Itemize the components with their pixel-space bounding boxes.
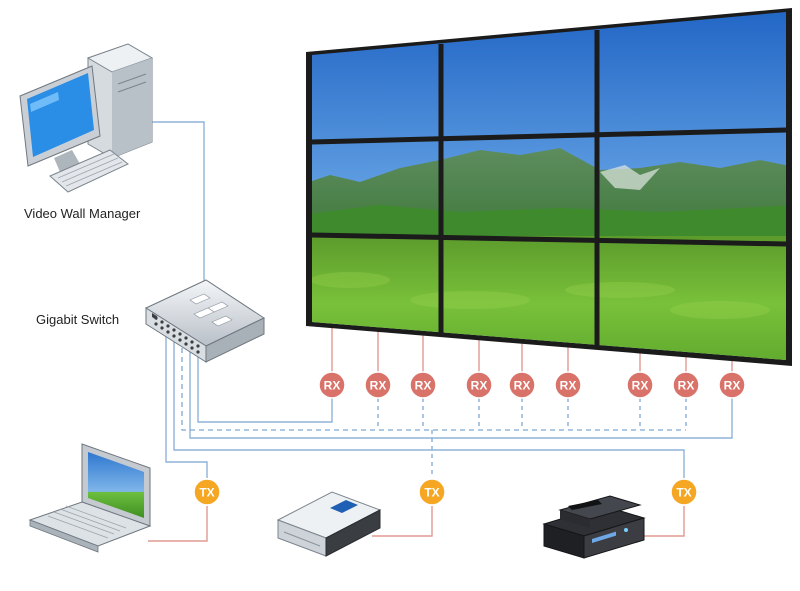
tx2-bluray-link [372, 506, 433, 537]
bluray-player-icon [276, 491, 382, 557]
tx1-laptop-link [148, 506, 208, 542]
video-wall-manager-label: Video Wall Manager [24, 206, 141, 221]
rx-receivers: RX RX RX RX RX RX RX RX [318, 371, 746, 399]
rx-badge: RX [318, 371, 346, 399]
svg-text:RX: RX [415, 379, 432, 393]
manager-switch-link [150, 121, 205, 290]
tx-transmitters: TX TX TX [193, 478, 698, 506]
rx-badge: RX [718, 371, 746, 399]
switch-tx3-link [173, 330, 685, 478]
svg-text:RX: RX [514, 379, 531, 393]
svg-text:RX: RX [324, 379, 341, 393]
rx-badge: RX [626, 371, 654, 399]
tx-badge: TX [418, 478, 446, 506]
rx-badge: RX [672, 371, 700, 399]
video-wall [306, 8, 792, 366]
svg-text:TX: TX [424, 486, 439, 500]
gigabit-switch-label: Gigabit Switch [36, 312, 119, 327]
switch-network-bus-2 [189, 330, 733, 439]
rx-badge: RX [409, 371, 437, 399]
svg-text:RX: RX [370, 379, 387, 393]
dashed-bus [181, 330, 686, 431]
switch-tx1-link [165, 330, 208, 478]
tx3-settop-link [640, 506, 685, 537]
svg-text:TX: TX [199, 486, 214, 500]
wall-bezels [311, 30, 787, 345]
laptop-icon [28, 443, 152, 553]
tx-badge: TX [670, 478, 698, 506]
svg-text:RX: RX [560, 379, 577, 393]
svg-text:RX: RX [471, 379, 488, 393]
rx-badge: RX [554, 371, 582, 399]
network-switch-icon [144, 279, 266, 363]
dashed-drops [377, 398, 687, 478]
rx-badge: RX [465, 371, 493, 399]
svg-text:RX: RX [678, 379, 695, 393]
settop-box-icon [542, 495, 646, 559]
rx-badge: RX [508, 371, 536, 399]
desktop-computer-icon [19, 43, 154, 193]
connection-lines [148, 121, 733, 542]
tx-badge: TX [193, 478, 221, 506]
svg-text:TX: TX [676, 486, 691, 500]
switch-rx-network-link [197, 330, 333, 423]
svg-text:RX: RX [632, 379, 649, 393]
svg-text:RX: RX [724, 379, 741, 393]
rx-badge: RX [364, 371, 392, 399]
